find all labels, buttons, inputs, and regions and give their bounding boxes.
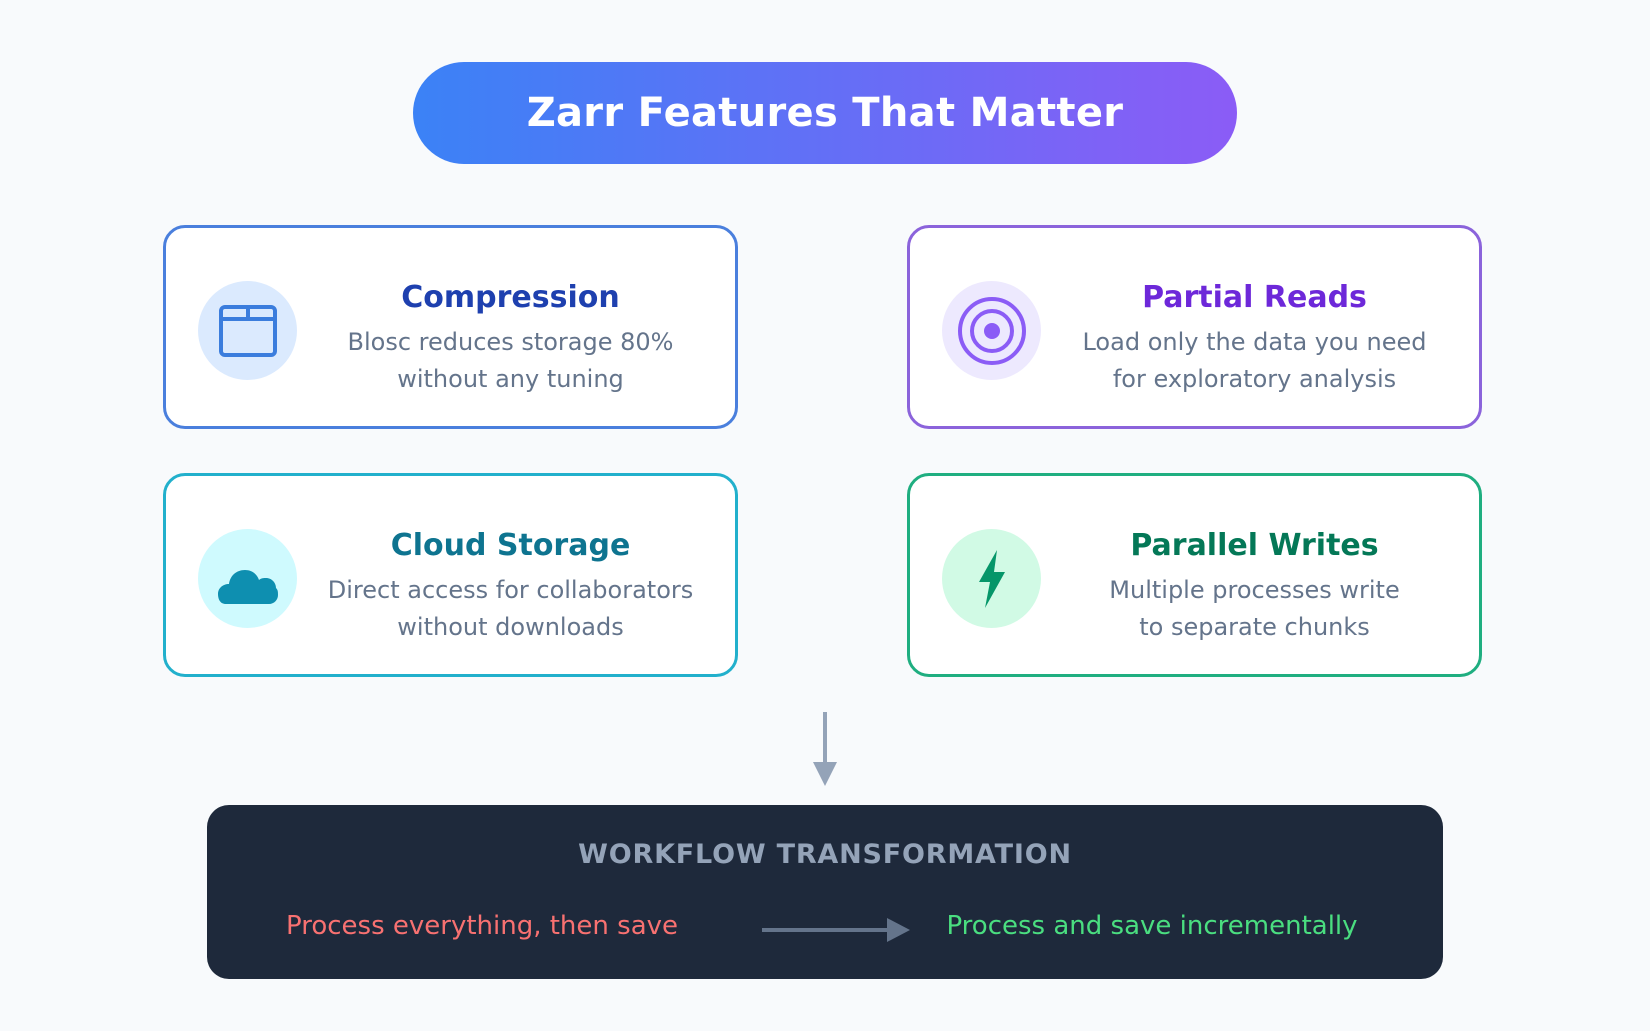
- window-icon: [198, 281, 297, 380]
- feature-desc-line: without downloads: [397, 613, 624, 641]
- workflow-after: Process and save incrementally: [946, 911, 1358, 941]
- feature-card-partial-reads: Partial Reads Load only the data you nee…: [907, 225, 1482, 429]
- feature-card-compression: Compression Blosc reduces storage 80% wi…: [163, 225, 738, 429]
- feature-desc-line: Blosc reduces storage 80%: [347, 328, 674, 356]
- workflow-title: WORKFLOW TRANSFORMATION: [578, 839, 1072, 870]
- feature-desc-line: without any tuning: [397, 365, 624, 393]
- down-arrow-icon: [812, 710, 838, 786]
- feature-desc-line: for exploratory analysis: [1112, 365, 1397, 393]
- feature-card-cloud-storage: Cloud Storage Direct access for collabor…: [163, 473, 738, 677]
- page-title: Zarr Features That Matter: [526, 90, 1124, 136]
- feature-desc-line: Load only the data you need: [1082, 328, 1427, 356]
- feature-desc-line: to separate chunks: [1139, 613, 1370, 641]
- feature-card-parallel-writes: Parallel Writes Multiple processes write…: [907, 473, 1482, 677]
- feature-desc-line: Multiple processes write: [1109, 576, 1400, 604]
- feature-title: Parallel Writes: [1130, 528, 1379, 563]
- feature-title: Compression: [401, 280, 620, 315]
- feature-title: Cloud Storage: [390, 528, 631, 563]
- cloud-icon: [198, 529, 297, 628]
- feature-desc: Multiple processes write to separate chu…: [1030, 572, 1479, 646]
- feature-desc: Direct access for collaborators without …: [286, 572, 735, 646]
- feature-desc: Load only the data you need for explorat…: [1030, 324, 1479, 398]
- workflow-before: Process everything, then save: [285, 911, 679, 941]
- title-banner: Zarr Features That Matter: [413, 62, 1237, 164]
- lightning-icon: [942, 529, 1041, 628]
- workflow-panel: WORKFLOW TRANSFORMATION Process everythi…: [207, 805, 1443, 979]
- target-icon: [942, 281, 1041, 380]
- feature-title: Partial Reads: [1142, 280, 1367, 315]
- feature-desc-line: Direct access for collaborators: [327, 576, 694, 604]
- right-arrow-icon: [762, 915, 917, 945]
- feature-desc: Blosc reduces storage 80% without any tu…: [286, 324, 735, 398]
